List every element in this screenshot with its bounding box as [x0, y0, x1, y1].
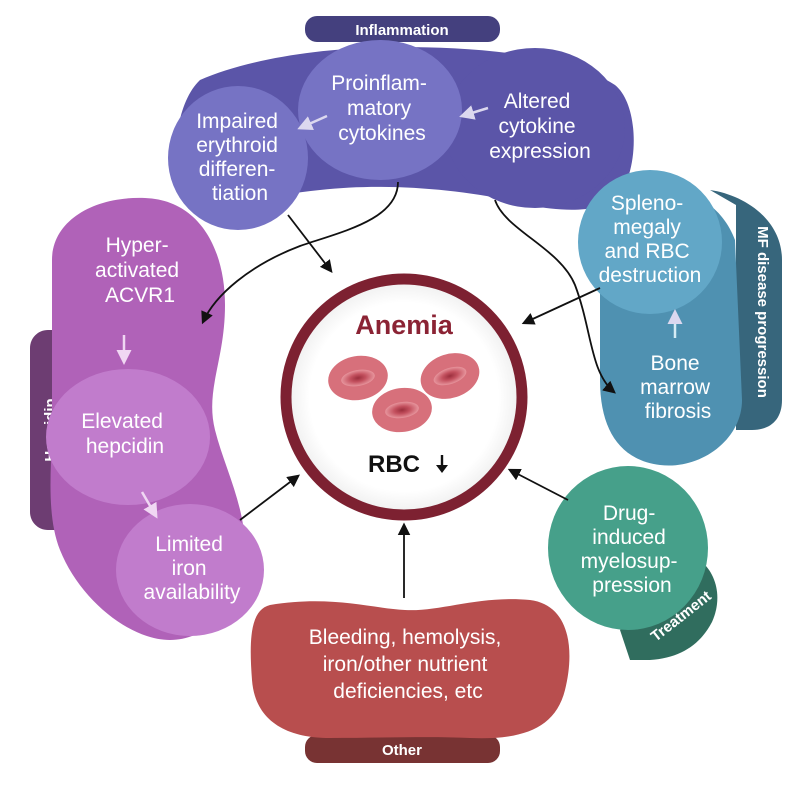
splenomegaly-node: [578, 170, 722, 314]
splenomegaly-line-1: Spleno-: [611, 192, 683, 215]
hepcidin-group: Hepcidin Hyper- activated ACVR1 Elevated…: [30, 197, 264, 640]
limited-iron-line-2: iron: [172, 557, 207, 580]
inflammation-tab: [305, 16, 500, 42]
altered-cytokine-line-1: Altered: [504, 90, 571, 113]
mf-tab: [710, 190, 782, 430]
elevated-hepcidin-node: [46, 369, 210, 505]
limited-iron-line-1: Limited: [155, 533, 223, 556]
impaired-erythroid-label: Impaired erythroid differen- tiation: [196, 110, 284, 205]
hyperactivated-line-2: activated: [95, 259, 179, 282]
impaired-erythroid-line-2: erythroid: [196, 134, 278, 157]
proinflammatory-node: [298, 40, 462, 180]
inflammation-tab-label: Inflammation: [355, 22, 448, 39]
altered-cytokine-node: [445, 48, 625, 208]
splenomegaly-line-2: megaly: [613, 216, 681, 239]
proinflammatory-line-1: Proinflam-: [331, 72, 427, 95]
proinflammatory-line-2: matory: [347, 97, 412, 120]
impaired-erythroid-node: [168, 86, 308, 230]
impaired-erythroid-line-1: Impaired: [196, 110, 278, 133]
drug-induced-label: Drug- induced myelosup- pression: [581, 502, 684, 597]
center-arrows: [239, 214, 601, 598]
arc-proinflammatory-to-hepcidin: [201, 181, 399, 325]
drug-induced-line-1: Drug-: [603, 502, 656, 525]
limited-iron-line-3: availability: [144, 581, 241, 604]
altered-cytokine-line-2: cytokine: [499, 115, 576, 138]
rbc-label: RBC: [368, 451, 420, 478]
elevated-hepcidin-label: Elevated hepcidin: [81, 410, 169, 458]
mf-tab-label: MF disease progression: [754, 226, 771, 398]
bone-marrow-label: Bone marrow fibrosis: [640, 352, 716, 423]
bleeding-line-3: deficiencies, etc: [333, 680, 482, 703]
anemia-title: Anemia: [355, 310, 454, 340]
impaired-erythroid-line-4: tiation: [212, 182, 268, 205]
arrow-impaired-to-anemia: [287, 214, 333, 273]
arrow-splenomegaly-to-anemia: [521, 287, 601, 325]
rbc-cell: [328, 355, 388, 401]
splenomegaly-line-4: destruction: [599, 264, 702, 287]
anemia-center: Anemia RBC: [280, 273, 528, 521]
other-tab: [305, 735, 500, 763]
splenomegaly-label: Spleno- megaly and RBC destruction: [599, 192, 702, 287]
treatment-group: Treatment Drug- induced myelosup- pressi…: [548, 466, 718, 660]
arrow-limited-iron-to-anemia: [239, 474, 301, 521]
inflammation-group: Inflammation Proinflam- matory cytokines…: [168, 16, 634, 230]
mf-group: MF disease progression Spleno- megaly an…: [578, 170, 782, 466]
altered-cytokine-line-3: expression: [489, 140, 591, 163]
rbc-cell: [372, 387, 432, 433]
bone-marrow-line-1: Bone: [651, 352, 700, 375]
arrow-proinflammatory-to-impaired: [297, 114, 328, 130]
elevated-hepcidin-line-2: hepcidin: [86, 435, 164, 458]
down-arrow-icon: [436, 455, 448, 473]
other-group: Other Bleeding, hemolysis, iron/other nu…: [250, 599, 570, 763]
rbc-cell: [420, 353, 480, 399]
hyperactivated-line-1: Hyper-: [106, 234, 169, 257]
proinflammatory-line-3: cytokines: [338, 122, 426, 145]
impaired-erythroid-line-3: differen-: [199, 158, 276, 181]
proinflammatory-label: Proinflam- matory cytokines: [331, 72, 433, 145]
arc-altered-cytokine-to-bone-marrow: [494, 199, 616, 394]
drug-induced-node: [548, 466, 708, 630]
arrow-elevated-to-limited: [140, 491, 158, 519]
arrow-drug-induced-to-anemia: [507, 468, 569, 501]
other-tab-label: Other: [382, 742, 422, 759]
elevated-hepcidin-line-1: Elevated: [81, 410, 163, 433]
bleeding-label: Bleeding, hemolysis, iron/other nutrient…: [309, 626, 507, 703]
hyperactivated-label: Hyper- activated ACVR1: [95, 234, 185, 307]
curved-connectors: [201, 181, 616, 394]
bleeding-line-1: Bleeding, hemolysis,: [309, 626, 502, 649]
altered-cytokine-label: Altered cytokine expression: [489, 90, 591, 163]
arrow-altered-to-proinflammatory: [459, 105, 489, 120]
bleeding-line-2: iron/other nutrient: [323, 653, 488, 676]
bone-marrow-line-3: fibrosis: [645, 400, 712, 423]
other-blob: [250, 599, 570, 739]
drug-induced-line-2: induced: [592, 526, 666, 549]
drug-induced-line-4: pression: [592, 574, 671, 597]
limited-iron-node: [116, 504, 264, 636]
hyperactivated-line-3: ACVR1: [105, 284, 175, 307]
limited-iron-label: Limited iron availability: [144, 533, 241, 604]
splenomegaly-line-3: and RBC: [604, 240, 689, 263]
bone-marrow-line-2: marrow: [640, 376, 711, 399]
drug-induced-line-3: myelosup-: [581, 550, 678, 573]
